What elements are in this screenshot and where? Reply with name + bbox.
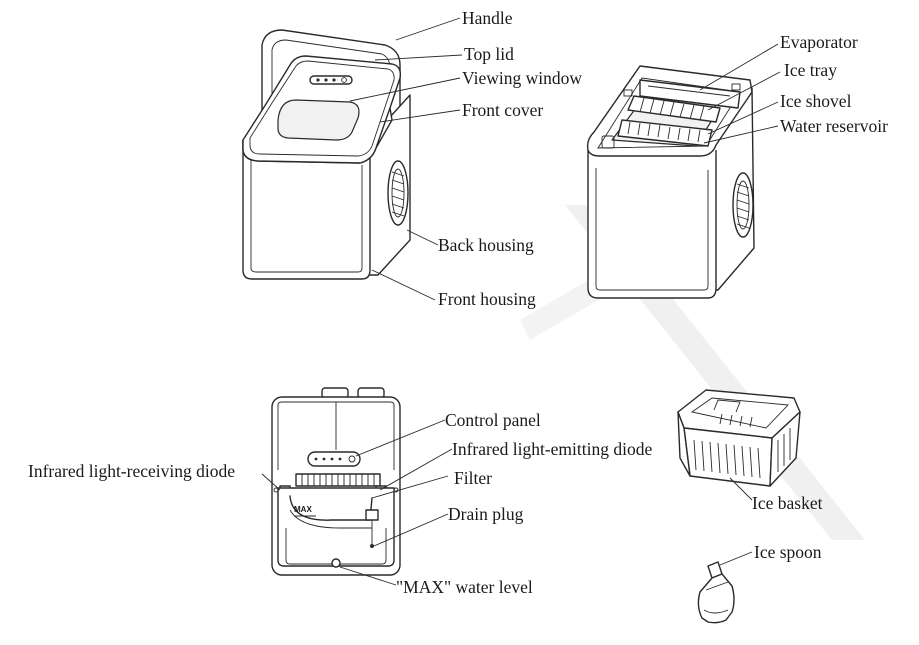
ice-maker-closed bbox=[242, 29, 411, 280]
ice-shovel-shape bbox=[617, 119, 713, 147]
max-mark: MAX bbox=[294, 505, 312, 514]
leader-lines-top-view bbox=[261, 419, 453, 586]
label-front-cover: Front cover bbox=[462, 100, 543, 120]
front-housing-shape bbox=[242, 140, 371, 280]
viewing-window-shape bbox=[277, 99, 360, 141]
side-fan-grille bbox=[387, 160, 409, 226]
label-handle: Handle bbox=[462, 8, 513, 28]
leader-lines-closed bbox=[349, 17, 463, 301]
leader-ice-spoon bbox=[719, 551, 753, 566]
top-view-comb bbox=[295, 473, 381, 487]
ice-spoon bbox=[697, 561, 735, 624]
lid-control-buttons bbox=[309, 75, 353, 85]
ice-tray-shape bbox=[627, 95, 721, 123]
label-ice-basket: Ice basket bbox=[752, 493, 823, 513]
side-fan-grille-open bbox=[732, 172, 754, 238]
label-viewing-window: Viewing window bbox=[462, 68, 582, 88]
ice-maker-top-view: MAX bbox=[271, 387, 401, 576]
label-ice-shovel: Ice shovel bbox=[780, 91, 852, 111]
ice-maker-open bbox=[586, 65, 755, 299]
label-front-housing: Front housing bbox=[438, 289, 536, 309]
label-evaporator: Evaporator bbox=[780, 32, 858, 52]
label-ice-tray: Ice tray bbox=[784, 60, 837, 80]
label-max-water-level: "MAX" water level bbox=[396, 577, 533, 597]
control-panel-shape bbox=[307, 451, 361, 467]
leader-ice-basket bbox=[729, 477, 753, 501]
label-drain-plug: Drain plug bbox=[448, 504, 524, 524]
leader-lines-open bbox=[699, 43, 781, 144]
label-back-housing: Back housing bbox=[438, 235, 534, 255]
label-ir-emitting-diode: Infrared light-emitting diode bbox=[452, 439, 652, 459]
filter-shape bbox=[289, 495, 373, 521]
label-ice-spoon: Ice spoon bbox=[754, 542, 822, 562]
ice-basket bbox=[677, 389, 801, 487]
label-top-lid: Top lid bbox=[464, 44, 514, 64]
label-water-reservoir: Water reservoir bbox=[780, 116, 888, 136]
label-control-panel: Control panel bbox=[445, 410, 541, 430]
drain-plug-shape bbox=[365, 509, 379, 548]
label-ir-receiving-diode: Infrared light-receiving diode bbox=[28, 461, 235, 481]
label-filter: Filter bbox=[454, 468, 492, 488]
evaporator-shape bbox=[639, 79, 741, 109]
